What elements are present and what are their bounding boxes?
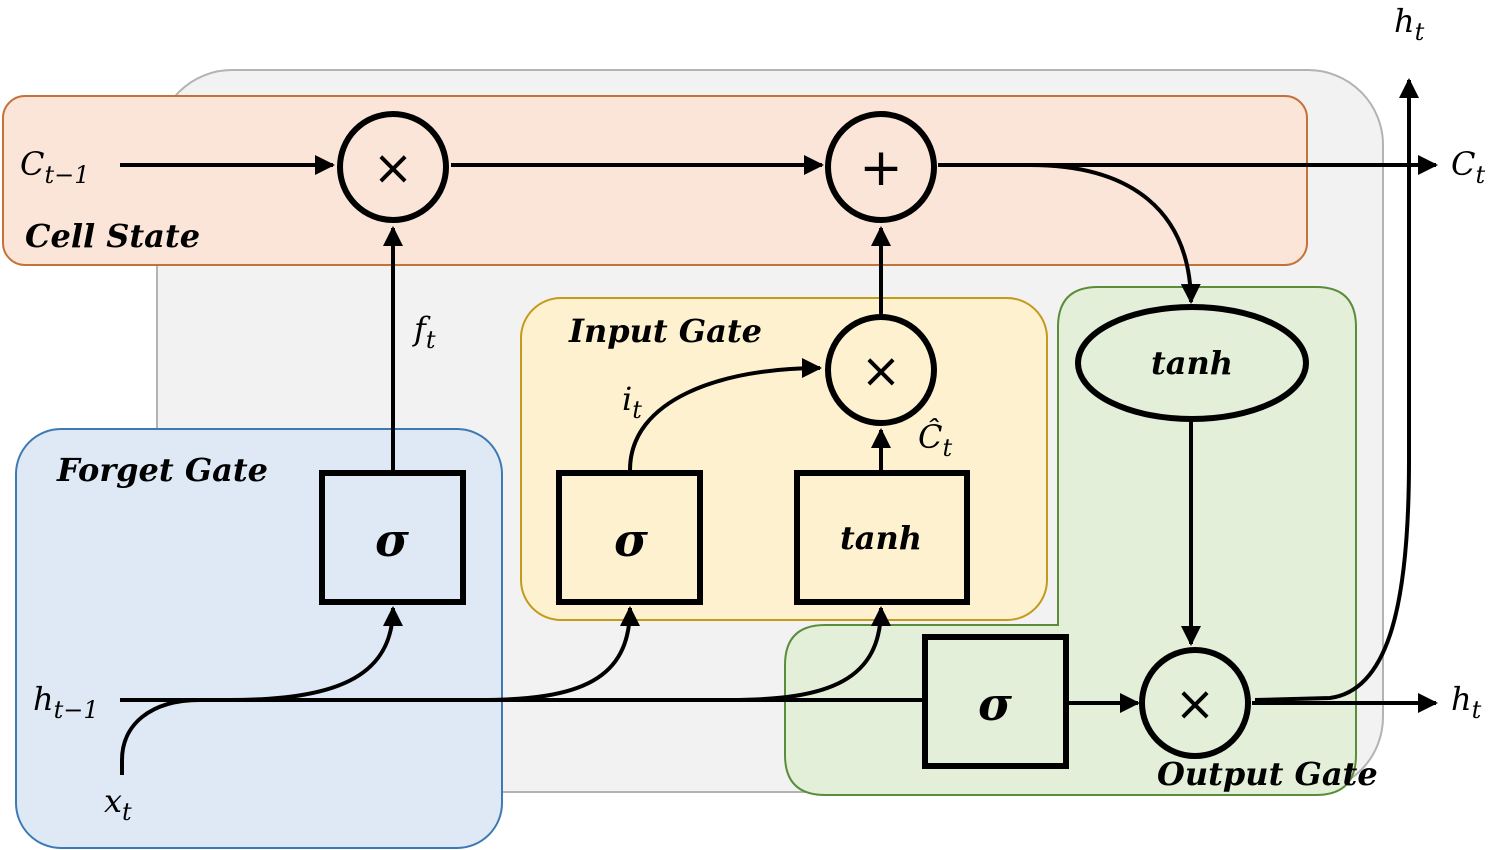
wire-xt-merge bbox=[120, 698, 201, 775]
wire-to-input-tanh bbox=[729, 606, 891, 702]
input-tanh-label: tanh bbox=[840, 519, 922, 557]
output-multiply-node: × bbox=[1139, 647, 1251, 759]
output-gate-label: Output Gate bbox=[1157, 755, 1378, 793]
cell-add-symbol: + bbox=[859, 138, 903, 198]
input-multiply-node: × bbox=[825, 314, 937, 426]
output-multiply-symbol: × bbox=[1175, 676, 1215, 732]
forget-sigma-node: σ bbox=[319, 470, 466, 605]
input-tanh-node: tanh bbox=[794, 470, 970, 605]
i-t-label: it bbox=[622, 380, 642, 424]
output-sigma-node: σ bbox=[922, 634, 1069, 769]
h-next-top-label: ht bbox=[1394, 2, 1425, 46]
wire-it-curve bbox=[628, 358, 822, 471]
output-sigma-symbol: σ bbox=[978, 677, 1012, 731]
output-tanh-label: tanh bbox=[1151, 344, 1233, 382]
input-gate-label: Input Gate bbox=[568, 312, 762, 350]
forget-gate-label: Forget Gate bbox=[56, 451, 268, 489]
c-next-label: Ct bbox=[1451, 145, 1485, 189]
forget-multiply-node: × bbox=[337, 111, 449, 223]
x-in-label: xt bbox=[104, 782, 132, 826]
input-sigma-symbol: σ bbox=[614, 513, 648, 567]
cell-state-region bbox=[2, 95, 1308, 266]
cell-add-node: + bbox=[825, 111, 937, 223]
wire-to-input-sigma bbox=[479, 606, 640, 702]
input-sigma-node: σ bbox=[556, 470, 703, 605]
input-multiply-symbol: × bbox=[861, 343, 901, 399]
h-prev-label: ht−1 bbox=[33, 680, 99, 724]
wire-cell-to-output-tanh bbox=[1029, 163, 1201, 304]
c-prev-label: Ct−1 bbox=[20, 145, 90, 189]
cell-state-label: Cell State bbox=[25, 217, 200, 255]
wire-mult-to-htop bbox=[1254, 78, 1419, 702]
forget-multiply-symbol: × bbox=[373, 140, 413, 196]
output-tanh-node: tanh bbox=[1075, 304, 1309, 422]
forget-sigma-symbol: σ bbox=[375, 513, 409, 567]
h-next-right-label: ht bbox=[1451, 680, 1482, 724]
wire-to-forget-sigma bbox=[229, 606, 403, 702]
c-hat-label: Ĉt bbox=[918, 418, 952, 462]
